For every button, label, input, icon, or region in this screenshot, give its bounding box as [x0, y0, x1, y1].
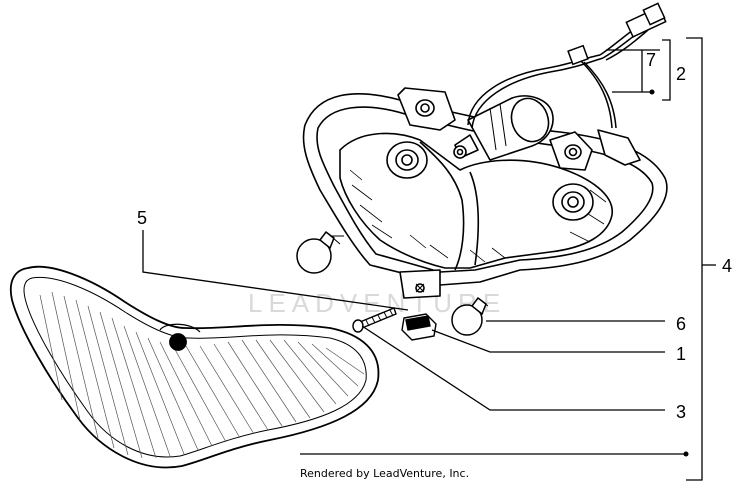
clip-nut — [401, 313, 437, 341]
leader-lines — [142, 37, 716, 481]
callout-6: 6 — [676, 314, 686, 334]
callout-3: 3 — [676, 402, 686, 422]
bulb-right — [451, 296, 489, 336]
lens-dot — [169, 333, 187, 351]
callout-7: 7 — [646, 50, 656, 70]
cable-tie — [567, 44, 589, 66]
callout-5: 5 — [137, 208, 147, 228]
screw — [352, 307, 397, 333]
credit-text: Rendered by LeadVenture, Inc. — [300, 467, 469, 480]
bulb-left — [296, 230, 344, 274]
wire-connector — [625, 2, 667, 38]
headlight-lens — [9, 265, 380, 469]
leader-dots — [649, 89, 689, 457]
wiring-harness — [467, 2, 667, 129]
callout-1: 1 — [676, 344, 686, 364]
callout-4: 4 — [722, 256, 732, 276]
callout-2: 2 — [676, 64, 686, 84]
headlight-housing — [302, 87, 668, 299]
